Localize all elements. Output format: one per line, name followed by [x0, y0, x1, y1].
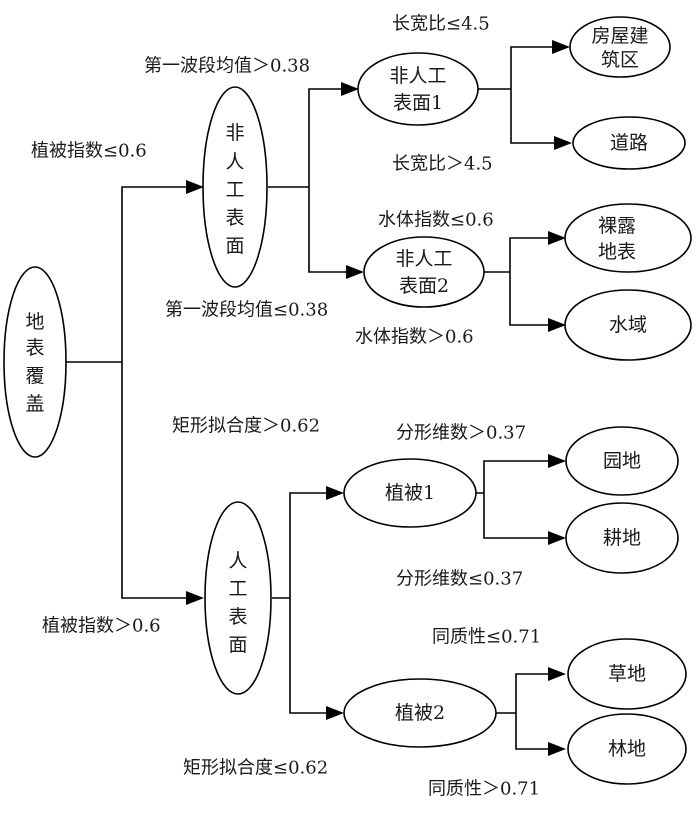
node-buildings-line-0: 房屋建 — [591, 25, 648, 47]
node-buildings-line-1: 筑区 — [601, 49, 639, 71]
arrow-to-forest — [548, 742, 566, 756]
node-root-line-1: 表 — [25, 337, 44, 359]
edge-label-ndvi-gt: 植被指数＞0.6 — [42, 616, 161, 637]
node-orchard: 园地 — [565, 426, 679, 496]
edge-labels: 植被指数≤0.6 植被指数＞0.6 第一波段均值＞0.38 第一波段均值≤0.3… — [31, 14, 541, 800]
node-bare-land: 裸露 地表 — [564, 203, 692, 273]
node-water-line-0: 水域 — [609, 314, 647, 336]
arrow-to-vegetation-1 — [326, 486, 344, 500]
node-grassland-line-0: 草地 — [608, 663, 646, 685]
edge-label-homog-gt: 同质性＞0.71 — [428, 779, 540, 800]
node-artificial-line-3: 面 — [228, 634, 247, 656]
edge-na1-branch — [478, 46, 556, 144]
arrow-to-buildings — [552, 40, 570, 54]
edge-veg1-branch — [475, 460, 552, 539]
edge-label-band1-gt: 第一波段均值＞0.38 — [144, 56, 310, 77]
node-root-line-2: 覆 — [25, 365, 44, 387]
edge-label-aspect-gt: 长宽比＞4.5 — [392, 154, 493, 175]
node-vegetation-1: 植被1 — [343, 458, 477, 528]
edge-label-ndvi-le: 植被指数≤0.6 — [31, 141, 147, 162]
node-forest-line-0: 林地 — [608, 738, 646, 760]
edge-label-aspect-le: 长宽比≤4.5 — [392, 14, 490, 35]
edge-label-water-gt: 水体指数＞0.6 — [355, 327, 474, 348]
edge-label-homog-le: 同质性≤0.71 — [432, 627, 541, 648]
node-non-artificial-line-0: 非 — [225, 122, 244, 144]
node-na2-line-1: 表面2 — [399, 275, 449, 297]
arrow-to-vegetation-2 — [326, 706, 344, 720]
node-veg1-line-0: 植被1 — [385, 482, 435, 504]
node-buildings: 房屋建 筑区 — [569, 16, 671, 78]
edge-label-rect-le: 矩形拟合度≤0.62 — [183, 758, 328, 779]
edge-label-fractal-gt: 分形维数＞0.37 — [396, 423, 526, 444]
node-non-artificial-line-2: 工 — [225, 179, 244, 201]
node-root-line-0: 地 — [25, 311, 44, 333]
node-non-artificial: 非 人 工 表 面 — [202, 86, 268, 288]
edge-label-water-le: 水体指数≤0.6 — [378, 210, 494, 231]
node-vegetation-2: 植被2 — [343, 678, 497, 748]
node-root-line-3: 盖 — [25, 393, 44, 415]
node-na2-line-0: 非人工 — [395, 248, 452, 270]
node-non-artificial-1: 非人工 表面1 — [357, 52, 479, 126]
edge-root-trunk — [66, 186, 190, 599]
arrow-to-artificial — [186, 591, 204, 605]
edge-na2-branch — [484, 237, 552, 326]
node-artificial: 人 工 表 面 — [204, 501, 272, 695]
edge-label-fractal-le: 分形维数≤0.37 — [396, 569, 523, 590]
node-veg2-line-0: 植被2 — [395, 702, 445, 724]
node-bare-line-0: 裸露 — [598, 215, 636, 237]
arrow-to-non-artificial-1 — [341, 82, 359, 96]
node-grassland: 草地 — [567, 638, 687, 710]
node-artificial-line-0: 人 — [228, 550, 247, 572]
node-root: 地 表 覆 盖 — [3, 266, 67, 458]
arrow-to-grassland — [548, 667, 566, 681]
arrow-to-bare-land — [548, 231, 566, 245]
arrow-to-non-artificial-2 — [346, 265, 364, 279]
arrow-to-non-artificial — [186, 180, 204, 194]
node-non-artificial-line-3: 表 — [225, 207, 244, 229]
node-non-artificial-line-1: 人 — [225, 151, 244, 173]
node-artificial-line-1: 工 — [228, 578, 247, 600]
node-water: 水域 — [564, 289, 692, 361]
node-na1-line-0: 非人工 — [389, 65, 446, 87]
node-orchard-line-0: 园地 — [603, 450, 641, 472]
arrow-to-orchard — [548, 454, 566, 468]
edge-label-band1-le: 第一波段均值≤0.38 — [165, 300, 328, 321]
node-farmland: 耕地 — [565, 502, 679, 574]
node-farmland-line-0: 耕地 — [603, 527, 641, 549]
node-non-artificial-line-4: 面 — [225, 235, 244, 257]
arrow-to-water — [548, 318, 566, 332]
edge-artificial-branch — [272, 492, 330, 714]
node-artificial-line-2: 表 — [228, 606, 247, 628]
arrow-to-farmland — [548, 531, 566, 545]
edge-label-rect-gt: 矩形拟合度＞0.62 — [172, 416, 320, 437]
node-bare-line-1: 地表 — [598, 241, 636, 263]
edges — [66, 40, 572, 756]
edge-veg2-branch — [496, 673, 552, 750]
arrow-to-roads — [554, 136, 572, 150]
node-forest: 林地 — [567, 713, 687, 785]
node-roads-line-0: 道路 — [610, 132, 648, 154]
edge-non-artificial-branch — [268, 88, 350, 273]
node-roads: 道路 — [572, 116, 686, 170]
node-na1-line-1: 表面1 — [393, 92, 443, 114]
node-non-artificial-2: 非人工 表面2 — [363, 236, 485, 308]
